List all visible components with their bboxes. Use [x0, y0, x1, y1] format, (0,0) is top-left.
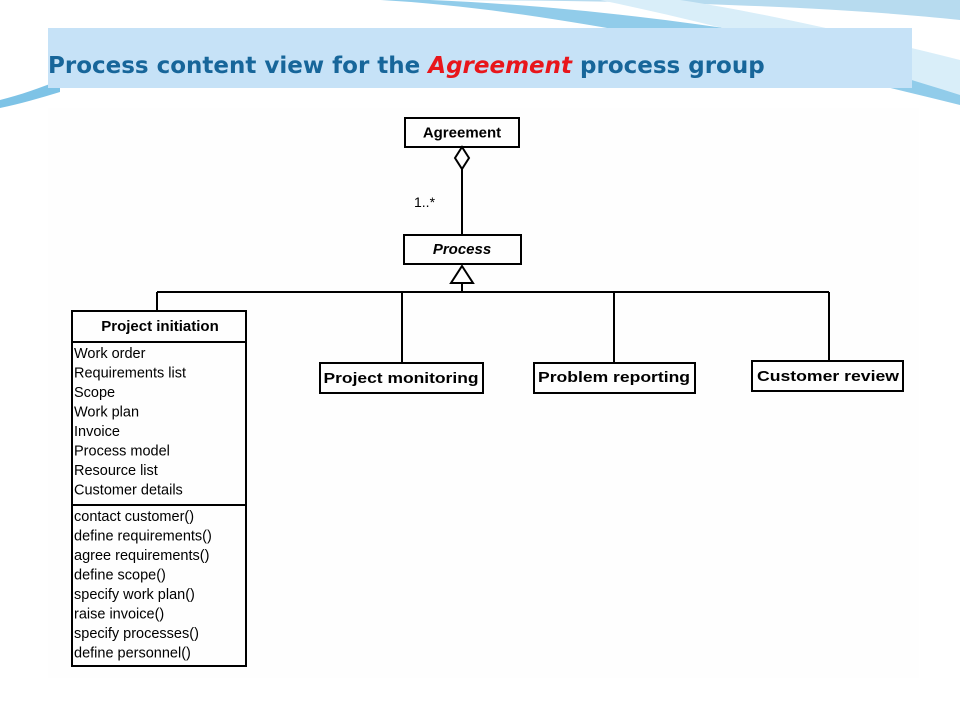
slide-title: Process content view for the Agreement p…: [48, 53, 765, 79]
operation-item: define personnel(): [74, 646, 191, 662]
attribute-item: Process model: [74, 444, 170, 460]
title-prefix: Process content view for the: [48, 53, 429, 79]
project-monitoring-label: Project monitoring: [324, 370, 479, 387]
operation-item: define requirements(): [74, 529, 212, 545]
multiplicity-label: 1..*: [414, 194, 436, 210]
problem-reporting-class-box: [533, 362, 696, 394]
attribute-item: Requirements list: [74, 366, 186, 382]
attribute-item: Work order: [74, 346, 146, 362]
title-suffix: process group: [572, 53, 765, 79]
agreement-label: Agreement: [423, 125, 501, 142]
customer-review-class-box: [751, 360, 904, 392]
project-initiation-label: Project initiation: [101, 318, 219, 335]
aggregation-diamond: [453, 145, 471, 171]
operation-item: agree requirements(): [74, 548, 209, 564]
title-highlight: Agreement: [428, 53, 573, 79]
customer-review-label: Customer review: [757, 368, 899, 385]
operation-item: define scope(): [74, 568, 166, 584]
project-monitoring-class-box: [319, 362, 484, 394]
operation-item: specify work plan(): [74, 587, 195, 603]
attribute-item: Work plan: [74, 405, 139, 421]
operation-item: specify processes(): [74, 626, 199, 642]
operation-item: raise invoice(): [74, 607, 164, 623]
title-bar: [48, 28, 912, 88]
process-class-box: [403, 234, 522, 265]
problem-reporting-label: Problem reporting: [538, 369, 690, 386]
attribute-item: Customer details: [74, 483, 183, 499]
attribute-item: Invoice: [74, 424, 120, 440]
process-label: Process: [433, 241, 491, 258]
inheritance-triangle: [449, 264, 475, 284]
attribute-item: Scope: [74, 385, 115, 401]
project-initiation-class-box: [71, 310, 247, 667]
attribute-item: Resource list: [74, 463, 158, 479]
operation-item: contact customer(): [74, 509, 194, 525]
